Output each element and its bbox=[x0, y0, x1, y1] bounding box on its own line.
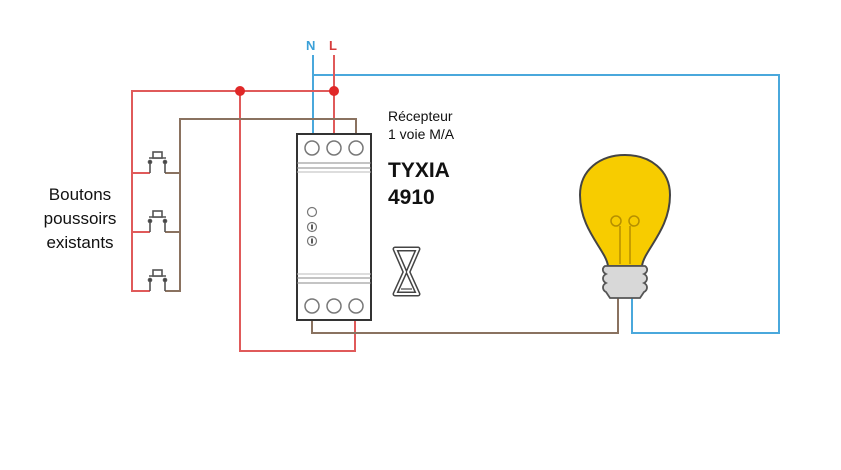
led-indicator bbox=[306, 206, 318, 218]
control-wires bbox=[165, 118, 619, 334]
bulb-glass bbox=[578, 153, 672, 267]
push-buttons-label-line-3: existants bbox=[46, 233, 114, 252]
terminal-top-2 bbox=[326, 140, 342, 156]
junction-dot-buttons bbox=[235, 86, 245, 96]
product-model: 4910 bbox=[388, 186, 435, 209]
product-name: TYXIA 4910 bbox=[388, 157, 450, 211]
terminal-bottom-3 bbox=[348, 298, 364, 314]
receiver-description-line-2: 1 voie M/A bbox=[388, 126, 455, 142]
push-button-1 bbox=[147, 151, 168, 173]
neutral-wire-to-bulb-loop bbox=[313, 74, 780, 334]
push-button-2 bbox=[147, 210, 168, 232]
terminal-top-3 bbox=[348, 140, 364, 156]
switched-wire-to-bulb bbox=[311, 297, 619, 334]
live-wire-down-to-receiver-bottom bbox=[239, 91, 356, 352]
push-buttons-label: Boutons poussoirs existants bbox=[30, 183, 130, 255]
junction-dot-live bbox=[329, 86, 339, 96]
top-terminals bbox=[304, 140, 364, 156]
light-bulb bbox=[578, 153, 672, 299]
receiver-description: Récepteur 1 voie M/A bbox=[388, 107, 454, 143]
receiver-description-line-1: Récepteur bbox=[388, 108, 453, 124]
neutral-wires bbox=[312, 55, 780, 334]
push-buttons-label-line-2: poussoirs bbox=[43, 209, 117, 228]
hourglass-icon bbox=[392, 246, 421, 297]
receiver-controls bbox=[306, 206, 318, 247]
bottom-terminals bbox=[304, 298, 364, 314]
terminal-bottom-1 bbox=[304, 298, 320, 314]
push-buttons-label-line-1: Boutons bbox=[48, 185, 112, 204]
terminal-top-1 bbox=[304, 140, 320, 156]
bulb-base bbox=[601, 265, 649, 299]
live-wire-to-buttons bbox=[131, 90, 334, 292]
product-brand: TYXIA bbox=[388, 159, 450, 182]
receiver-module bbox=[296, 133, 372, 321]
bulb-filament bbox=[610, 215, 640, 264]
neutral-terminal-label: N bbox=[306, 38, 316, 53]
terminal-bottom-2 bbox=[326, 298, 342, 314]
live-terminal-label: L bbox=[329, 38, 337, 53]
control-wire-from-buttons bbox=[165, 118, 357, 292]
push-button-3 bbox=[147, 269, 168, 291]
